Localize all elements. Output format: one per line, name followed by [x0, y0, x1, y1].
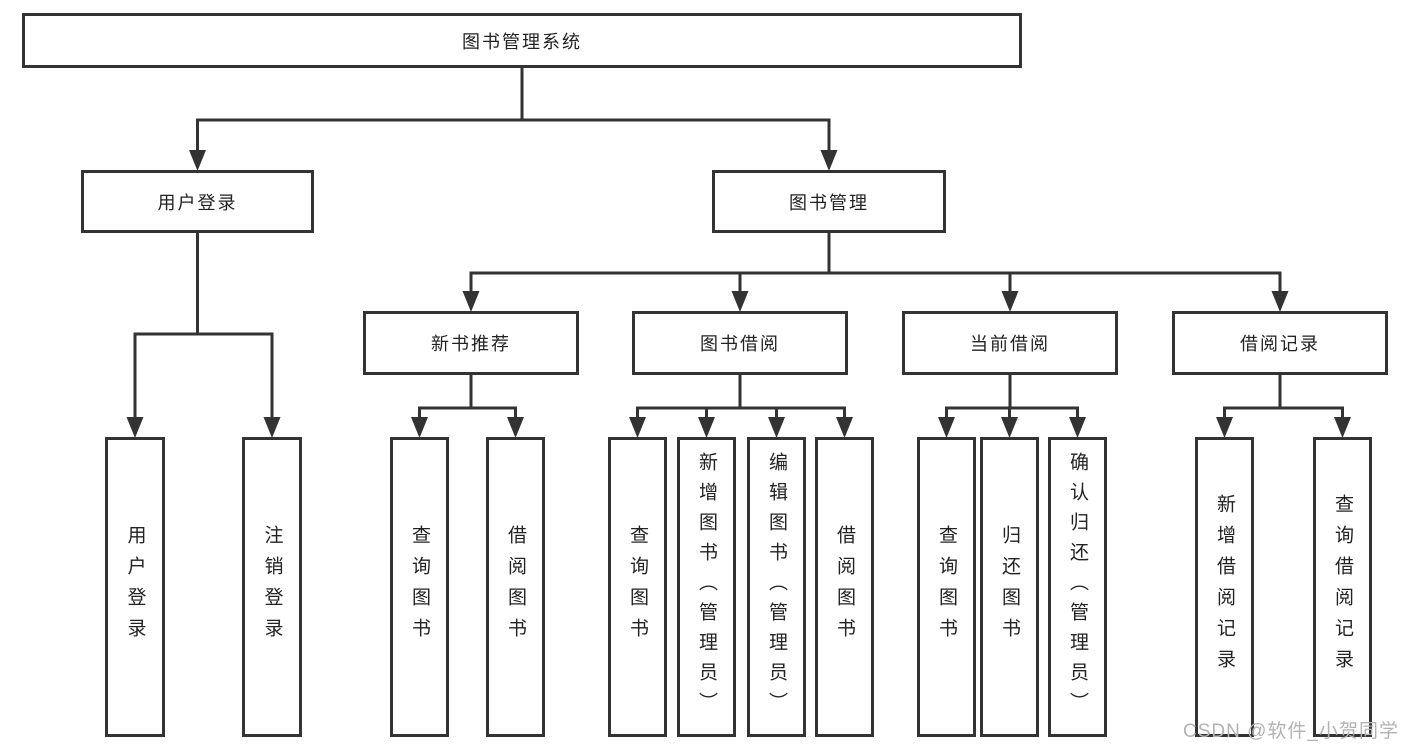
node-rec-add: 新增借阅记录	[1195, 437, 1254, 737]
node-mgmt: 图书管理	[712, 170, 946, 233]
node-bw-query: 查询图书	[608, 437, 667, 737]
node-bw-add: 新增图书（管理员）	[677, 437, 736, 737]
node-records: 借阅记录	[1172, 311, 1388, 375]
node-cur-return: 归还图书	[980, 437, 1039, 737]
node-root: 图书管理系统	[22, 13, 1022, 68]
node-leaf-logout: 注销登录	[242, 437, 302, 737]
node-cur-query: 查询图书	[917, 437, 976, 737]
node-bw-borrow: 借阅图书	[815, 437, 874, 737]
node-login: 用户登录	[81, 170, 314, 233]
node-bw-edit: 编辑图书（管理员）	[747, 437, 806, 737]
node-nb-borrow: 借阅图书	[486, 437, 545, 737]
node-leaf-user-login: 用户登录	[105, 437, 165, 737]
node-current: 当前借阅	[902, 311, 1118, 375]
node-nb-query: 查询图书	[390, 437, 449, 737]
node-newbook: 新书推荐	[363, 311, 579, 375]
csdn-watermark: CSDN @软件_小贺同学	[1183, 721, 1399, 742]
node-borrow: 图书借阅	[632, 311, 848, 375]
node-cur-confirm: 确认归还（管理员）	[1048, 437, 1107, 737]
node-rec-query: 查询借阅记录	[1313, 437, 1372, 737]
